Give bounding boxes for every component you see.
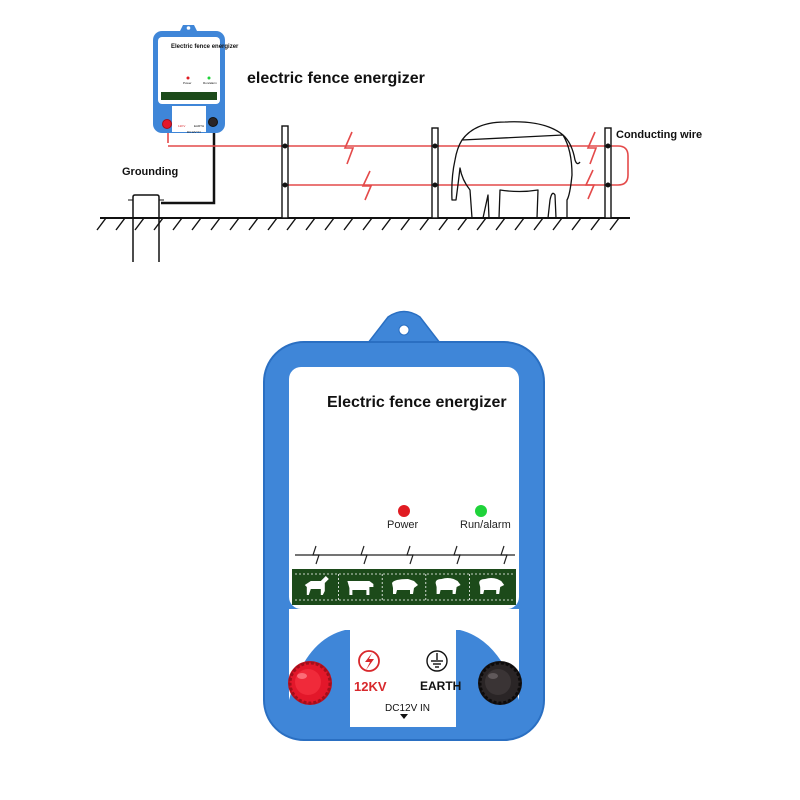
black-terminal-knob [478, 661, 522, 705]
fence-post [281, 125, 289, 219]
mini-power-led [186, 76, 190, 80]
spark-bolts [343, 131, 598, 201]
mini-run-led [207, 76, 211, 80]
lightning-icon [361, 170, 373, 201]
mini-animal-strip [161, 92, 217, 100]
animal-dividers [295, 573, 513, 601]
mini-red-terminal [162, 119, 172, 129]
terminal-center [350, 630, 456, 727]
sheep-icon [479, 578, 505, 594]
mini-power-label: Power [183, 81, 192, 85]
mini-device-title: Electric fence energizer [171, 44, 239, 50]
earth-label: EARTH [420, 679, 462, 693]
insulators [282, 143, 611, 188]
mini-kv-label: 12KV [178, 124, 186, 128]
diagram-title: electric fence energizer [247, 70, 425, 87]
mini-dc-label: DC12V IN [187, 130, 201, 134]
fence-posts [281, 125, 612, 219]
grounding-label: Grounding [122, 166, 179, 178]
energizer-device [263, 310, 545, 741]
dc-input-label: DC12V IN [385, 703, 431, 714]
red-terminal-knob [288, 661, 332, 705]
pig-icon [392, 579, 418, 594]
dc-input-arrow-icon [400, 714, 408, 719]
power-label: Power [387, 519, 419, 531]
fence-line-bolts [312, 545, 508, 565]
cow-icon [347, 581, 374, 595]
high-voltage-icon [358, 650, 380, 672]
run-alarm-label: Run/alarm [460, 519, 511, 531]
ground-line-group [96, 217, 630, 231]
kv-label: 12KV [354, 679, 387, 694]
mini-energizer [153, 25, 225, 133]
lightning-icon [584, 169, 596, 200]
device-title: Electric fence energizer [327, 394, 507, 411]
elephant-icon [451, 121, 581, 219]
mini-earth-label: EARTH [194, 124, 205, 128]
fence-post [604, 127, 612, 219]
ground-hatching [96, 217, 620, 231]
lightning-icon [586, 131, 598, 165]
conducting-wire-label: Conducting wire [616, 129, 703, 141]
hanging-hole [398, 324, 410, 336]
fence-post [431, 127, 439, 219]
horse-icon [304, 576, 329, 595]
mini-run-label: Run/alarm [203, 81, 217, 85]
device-panel [289, 367, 519, 609]
mini-black-terminal [208, 117, 218, 127]
run-led [475, 505, 487, 517]
animal-icons [304, 574, 505, 600]
ground-wire [161, 122, 216, 205]
sheep-icon [435, 578, 461, 594]
earth-ground-icon [426, 650, 448, 672]
power-led [398, 505, 410, 517]
grounding-rod [128, 194, 164, 262]
lightning-icon [343, 131, 355, 165]
